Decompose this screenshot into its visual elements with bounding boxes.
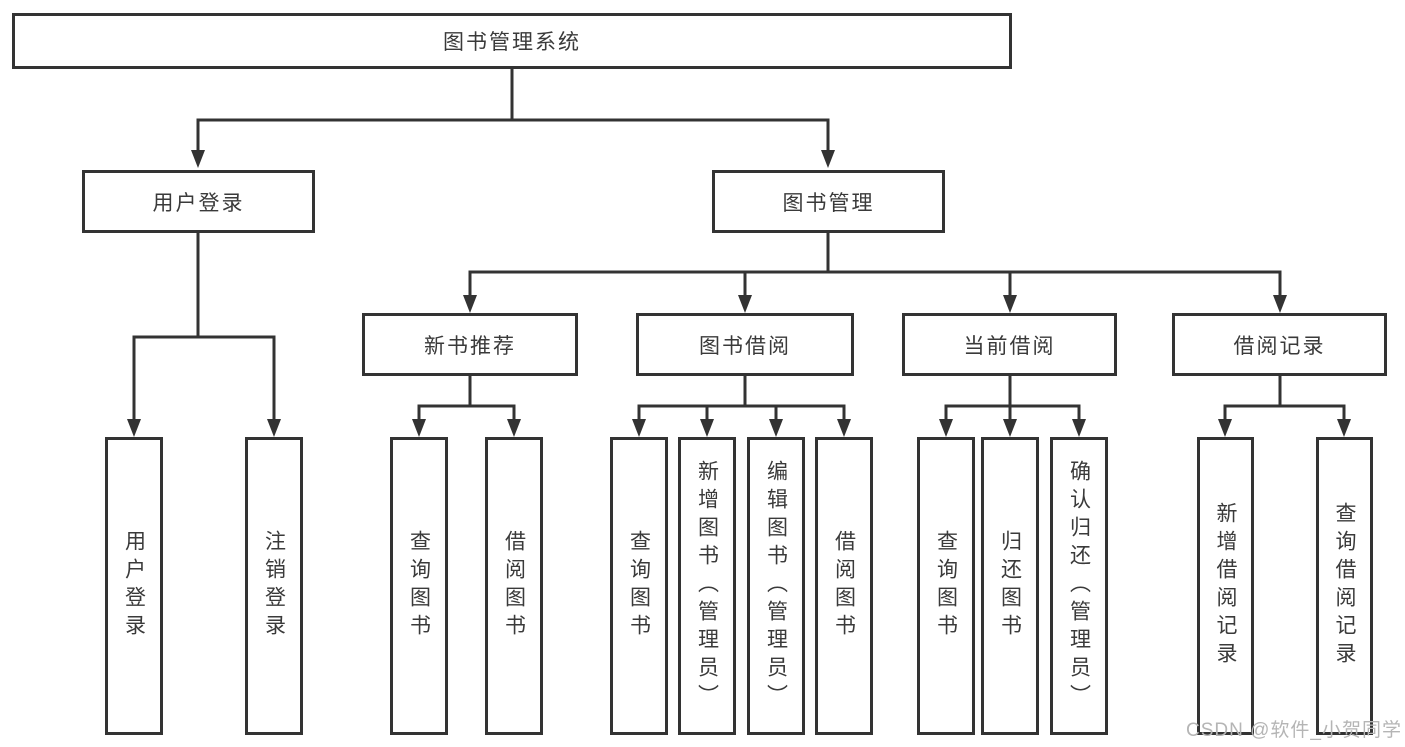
leaf-cb-confirm-return-admin: 确认归还（管理员） <box>1050 437 1108 735</box>
leaf-bb-edit-books-admin: 编辑图书（管理员） <box>747 437 805 735</box>
node-new-book-recommend: 新书推荐 <box>362 313 578 376</box>
leaf-cb-query-books: 查询图书 <box>917 437 975 735</box>
leaf-bb-add-books-admin: 新增图书（管理员） <box>678 437 736 735</box>
node-library-management-system: 图书管理系统 <box>12 13 1012 69</box>
leaf-br-add-record: 新增借阅记录 <box>1197 437 1254 735</box>
leaf-bb-borrow-books: 借阅图书 <box>815 437 873 735</box>
node-book-management: 图书管理 <box>712 170 945 233</box>
leaf-cb-return-books: 归还图书 <box>981 437 1039 735</box>
node-book-borrowing: 图书借阅 <box>636 313 854 376</box>
leaf-user-login: 用户登录 <box>105 437 163 735</box>
leaf-br-query-record: 查询借阅记录 <box>1316 437 1373 735</box>
csdn-watermark: CSDN @软件_小贺同学 <box>1186 720 1402 741</box>
leaf-nb-query-books: 查询图书 <box>390 437 448 735</box>
leaf-nb-borrow-books: 借阅图书 <box>485 437 543 735</box>
node-borrowing-records: 借阅记录 <box>1172 313 1387 376</box>
leaf-logout: 注销登录 <box>245 437 303 735</box>
node-current-borrowing: 当前借阅 <box>902 313 1117 376</box>
connector-stroke-path <box>132 67 1346 423</box>
node-user-login: 用户登录 <box>82 170 315 233</box>
leaf-bb-query-books: 查询图书 <box>610 437 668 735</box>
